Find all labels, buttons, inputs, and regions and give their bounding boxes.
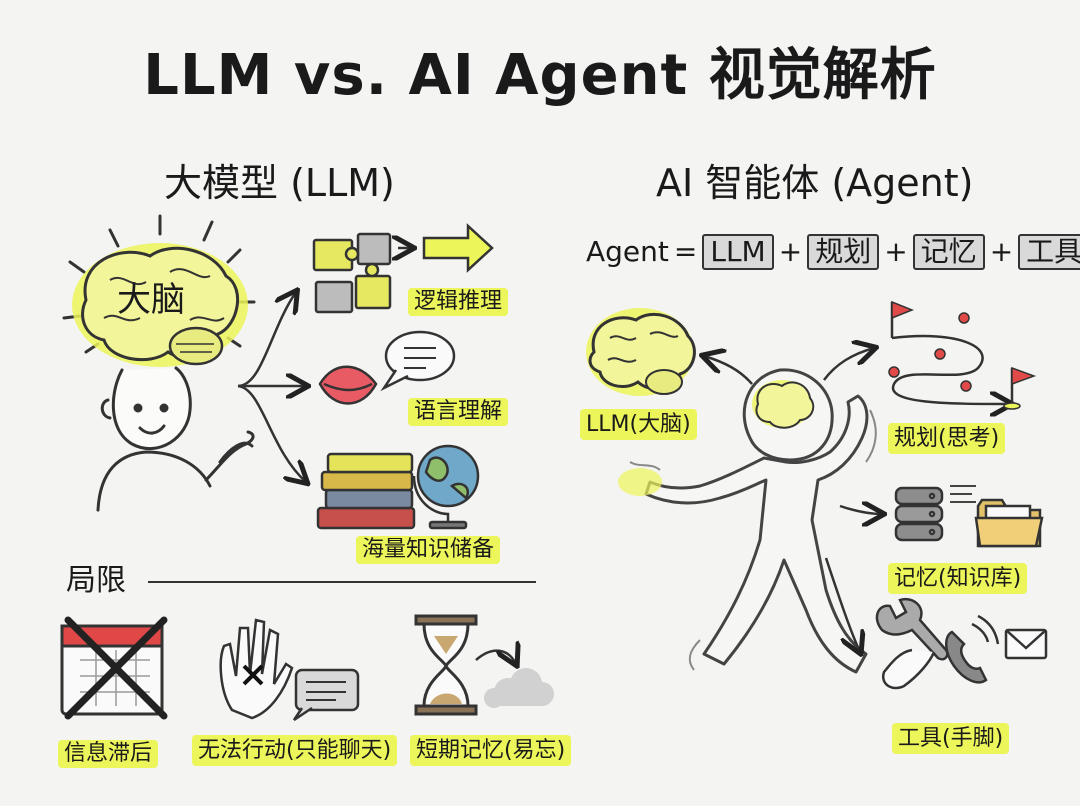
planning-route-icon <box>888 300 1037 409</box>
formula-plus-1: + <box>778 235 803 268</box>
person-figure <box>96 366 255 512</box>
logic-label: 逻辑推理 <box>408 288 509 316</box>
agent-formula: Agent=LLM+规划+记忆+工具 <box>586 234 1080 270</box>
memory-label: 记忆(知识库) <box>888 563 1028 594</box>
books-icon <box>316 452 416 530</box>
arrow-right-icon <box>398 223 494 273</box>
limit-no-action-label: 无法行动(只能聊天) <box>192 735 398 766</box>
mouth-icon <box>318 365 378 405</box>
formula-term-planning: 规划 <box>807 234 880 270</box>
planning-label: 规划(思考) <box>888 423 1006 454</box>
formula-term-llm: LLM <box>702 234 774 270</box>
formula-term-tools: 工具 <box>1018 234 1080 270</box>
formula-plus-2: + <box>884 235 908 268</box>
agent-inner-brain-icon <box>752 380 815 429</box>
agent-brain-icon <box>586 308 696 396</box>
arrow-to-memory <box>839 506 882 514</box>
tools-label: 工具(手脚) <box>892 723 1010 754</box>
hourglass-icon <box>414 614 478 716</box>
formula-plus-3: + <box>989 235 1014 268</box>
arrow-to-planning <box>823 348 874 381</box>
formula-equals: = <box>673 235 698 268</box>
arrow-to-logic <box>237 292 296 388</box>
calendar-crossed-icon <box>60 616 168 720</box>
fading-cloud-icon <box>484 668 554 708</box>
wrench-icon <box>875 597 949 690</box>
globe-icon <box>412 444 480 530</box>
brain-icon <box>62 214 256 367</box>
puzzle-icon <box>312 232 392 314</box>
hand-blocked-icon <box>219 618 294 720</box>
chat-bubble-icon <box>292 668 360 722</box>
arrow-to-tools <box>824 557 860 652</box>
folder-icon <box>974 498 1044 548</box>
limit-outdated-label: 信息滞后 <box>58 740 159 768</box>
page-title: LLM vs. AI Agent 视觉解析 <box>143 43 937 108</box>
brain-label: 大脑 <box>117 280 185 320</box>
speech-bubble-icon <box>380 330 456 392</box>
knowledge-label: 海量知识储备 <box>356 536 501 564</box>
formula-lhs: Agent <box>586 235 669 268</box>
phone-icon <box>945 614 1000 684</box>
database-icon <box>894 486 944 542</box>
agent-heading: AI 智能体 (Agent) <box>656 161 974 205</box>
llm-heading: 大模型 (LLM) <box>164 161 395 205</box>
arrow-to-cloud <box>475 651 516 664</box>
agent-brain-label: LLM(大脑) <box>580 409 697 440</box>
language-label: 语言理解 <box>408 398 509 426</box>
arrow-to-llm <box>704 356 753 385</box>
mail-icon <box>1004 628 1048 660</box>
limits-heading: 局限 <box>66 563 126 598</box>
limit-short-memory-label: 短期记忆(易忘) <box>410 735 572 766</box>
arrow-to-knowledge <box>237 384 306 482</box>
formula-term-memory: 记忆 <box>912 234 985 270</box>
